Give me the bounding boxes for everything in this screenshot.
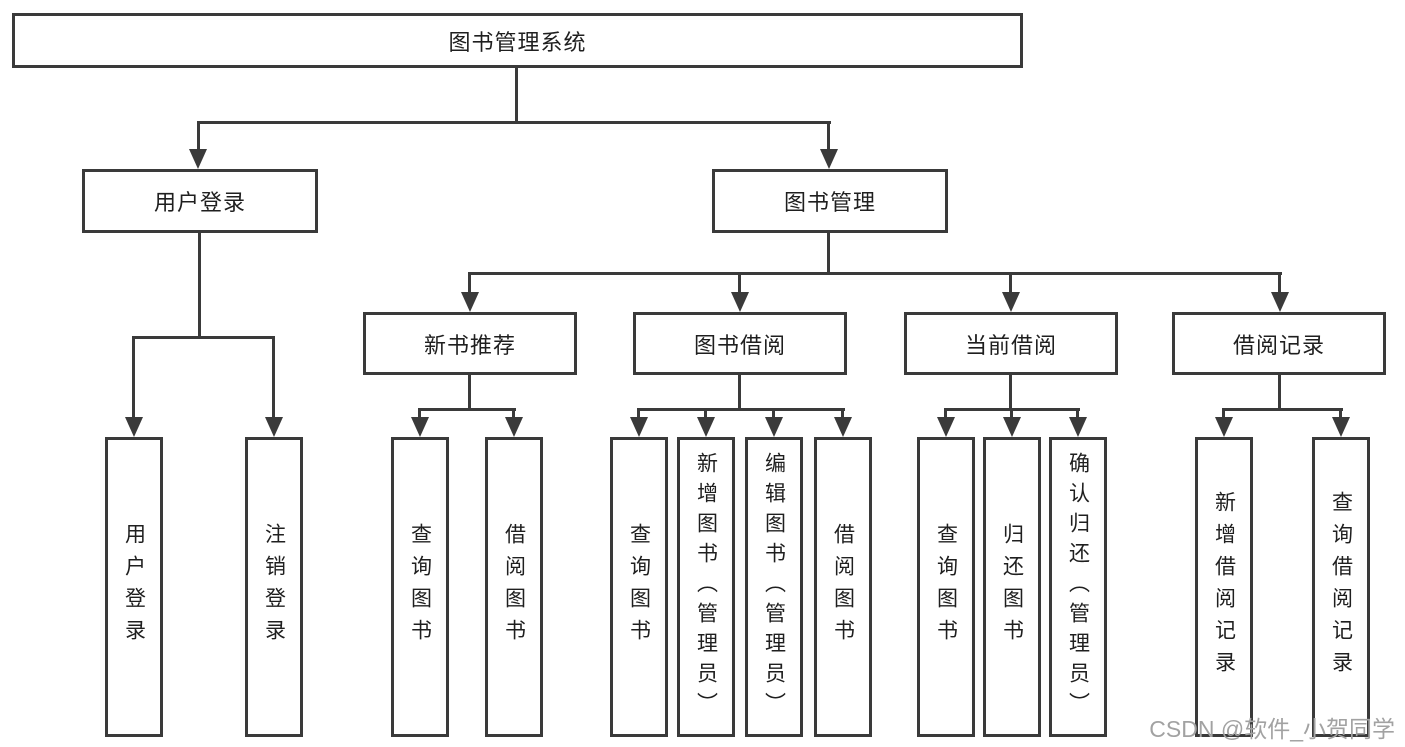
connector-line <box>515 68 518 121</box>
connector-line <box>772 408 775 419</box>
node-book-management-label: 图书管理 <box>783 190 876 215</box>
node-query-books-recommend-label: 查询图书 <box>408 523 432 651</box>
node-return-books-label: 归还图书 <box>1000 523 1024 651</box>
arrow-down-icon <box>1271 292 1289 312</box>
node-query-books-current: 查询图书 <box>917 437 975 737</box>
arrow-down-icon <box>630 417 648 437</box>
node-edit-books-admin-label: 编辑图书（管理员） <box>762 452 786 722</box>
node-query-books-recommend: 查询图书 <box>391 437 449 737</box>
node-query-borrow-record-label: 查询借阅记录 <box>1329 491 1353 683</box>
arrow-down-icon <box>1332 417 1350 437</box>
arrow-down-icon <box>834 417 852 437</box>
node-new-book-recommendation: 新书推荐 <box>363 312 577 375</box>
connector-line <box>704 408 707 419</box>
arrow-down-icon <box>1069 417 1087 437</box>
connector-line <box>1223 408 1343 411</box>
connector-line <box>638 408 845 411</box>
node-logout-login: 注销登录 <box>245 437 303 737</box>
node-library-system: 图书管理系统 <box>12 13 1023 68</box>
connector-line <box>468 272 471 294</box>
arrow-down-icon <box>461 292 479 312</box>
node-logout-login-label: 注销登录 <box>262 523 286 651</box>
node-edit-books-admin: 编辑图书（管理员） <box>745 437 803 737</box>
arrow-down-icon <box>125 417 143 437</box>
arrow-down-icon <box>765 417 783 437</box>
node-borrowing-records-label: 借阅记录 <box>1232 332 1325 358</box>
connector-line <box>944 408 947 419</box>
connector-line <box>133 336 275 339</box>
connector-line <box>418 408 421 419</box>
connector-line <box>637 408 640 419</box>
node-borrow-books-recommend: 借阅图书 <box>485 437 543 737</box>
connector-line <box>197 121 200 151</box>
node-borrowing-records: 借阅记录 <box>1172 312 1386 375</box>
arrow-down-icon <box>731 292 749 312</box>
node-book-borrowing: 图书借阅 <box>633 312 847 375</box>
node-add-borrow-record-label: 新增借阅记录 <box>1212 491 1236 683</box>
node-add-books-admin-label: 新增图书（管理员） <box>694 452 718 722</box>
connector-line <box>738 375 741 408</box>
connector-line <box>272 336 275 418</box>
node-new-book-recommendation-label: 新书推荐 <box>423 332 516 358</box>
arrow-down-icon <box>265 417 283 437</box>
connector-line <box>468 375 471 408</box>
connector-line <box>1076 408 1079 419</box>
arrow-down-icon <box>1002 292 1020 312</box>
connector-line <box>738 272 741 294</box>
connector-line <box>1009 272 1012 294</box>
connector-line <box>1278 375 1281 408</box>
node-query-books-current-label: 查询图书 <box>934 523 958 651</box>
connector-line <box>1009 375 1012 408</box>
node-book-borrowing-label: 图书借阅 <box>693 332 786 358</box>
connector-line <box>1339 408 1342 419</box>
node-add-borrow-record: 新增借阅记录 <box>1195 437 1253 737</box>
node-user-login: 用户登录 <box>82 169 318 233</box>
node-book-management: 图书管理 <box>712 169 948 233</box>
arrow-down-icon <box>505 417 523 437</box>
node-user-login-leaf-label: 用户登录 <box>122 523 146 651</box>
arrow-down-icon <box>937 417 955 437</box>
connector-line <box>419 408 516 411</box>
node-library-system-label: 图书管理系统 <box>448 29 587 55</box>
connector-line <box>469 272 1282 275</box>
arrow-down-icon <box>411 417 429 437</box>
csdn-watermark: CSDN @软件_小贺同学 <box>1149 716 1395 742</box>
arrow-down-icon <box>1003 417 1021 437</box>
connector-line <box>512 408 515 419</box>
node-borrow-books-borrowing-label: 借阅图书 <box>831 523 855 651</box>
node-return-books: 归还图书 <box>983 437 1041 737</box>
connector-line <box>197 121 831 124</box>
connector-line <box>1010 408 1013 419</box>
node-current-borrowing-label: 当前借阅 <box>964 332 1057 358</box>
connector-line <box>841 408 844 419</box>
node-borrow-books-borrowing: 借阅图书 <box>814 437 872 737</box>
node-add-books-admin: 新增图书（管理员） <box>677 437 735 737</box>
connector-line <box>827 121 830 151</box>
node-user-login-label: 用户登录 <box>153 190 246 215</box>
arrow-down-icon <box>1215 417 1233 437</box>
connector-line <box>1278 272 1281 294</box>
node-borrow-books-recommend-label: 借阅图书 <box>502 523 526 651</box>
arrow-down-icon <box>189 149 207 169</box>
node-query-borrow-record: 查询借阅记录 <box>1312 437 1370 737</box>
connector-line <box>132 336 135 418</box>
connector-line <box>198 233 201 336</box>
node-user-login-leaf: 用户登录 <box>105 437 163 737</box>
node-confirm-return-admin: 确认归还（管理员） <box>1049 437 1107 737</box>
connector-line <box>1222 408 1225 419</box>
arrow-down-icon <box>820 149 838 169</box>
node-query-books-borrowing-label: 查询图书 <box>627 523 651 651</box>
node-query-books-borrowing: 查询图书 <box>610 437 668 737</box>
arrow-down-icon <box>697 417 715 437</box>
node-confirm-return-admin-label: 确认归还（管理员） <box>1066 452 1090 722</box>
node-current-borrowing: 当前借阅 <box>904 312 1118 375</box>
connector-line <box>827 233 830 272</box>
